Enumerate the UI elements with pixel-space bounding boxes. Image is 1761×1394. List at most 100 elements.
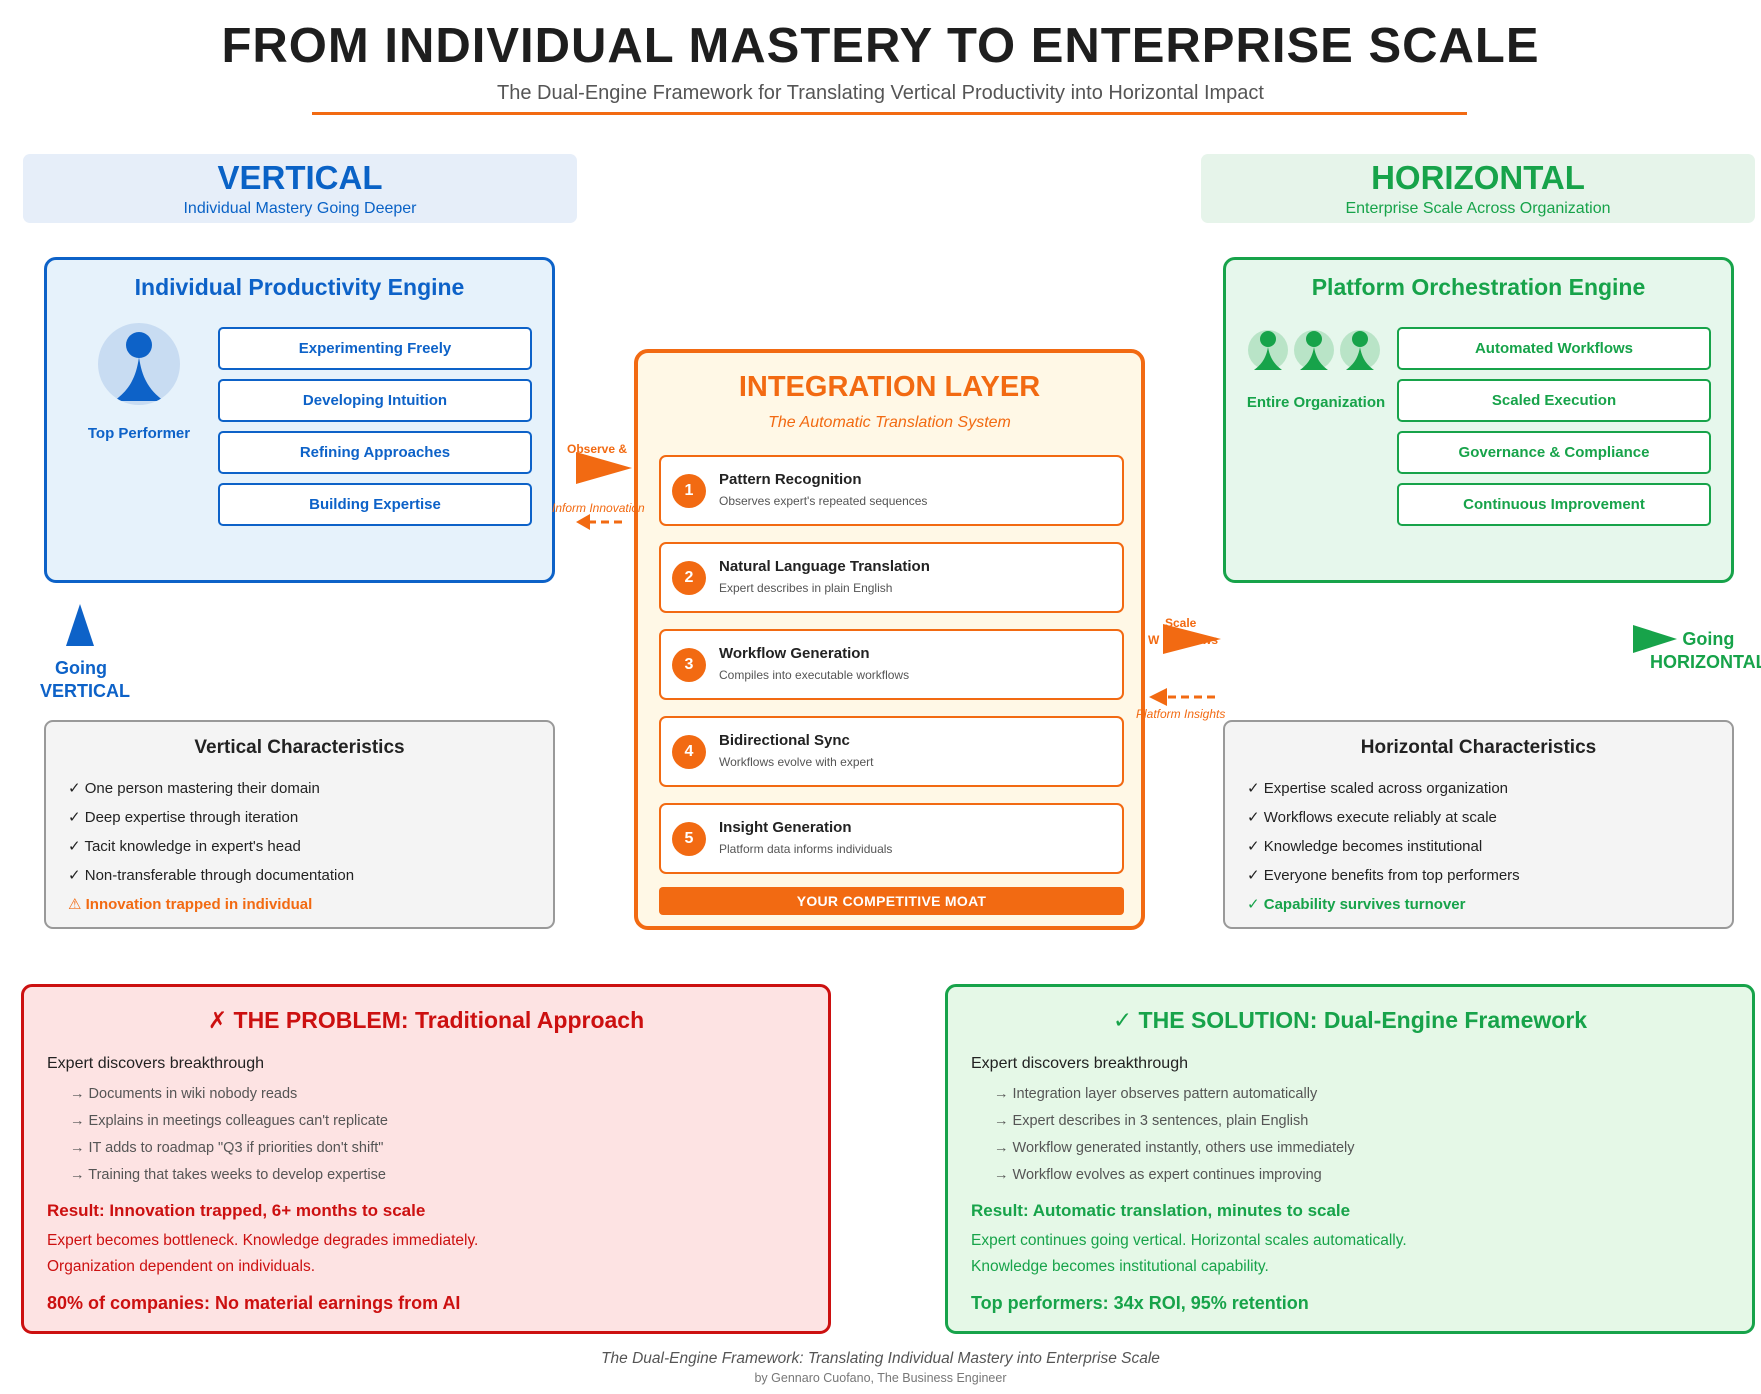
list-item: ✓ Workflows execute reliably at scale <box>1247 809 1497 826</box>
left-connector-arrows <box>576 452 632 530</box>
organization-people-icon <box>1248 330 1380 370</box>
step-number: 1 <box>672 474 706 508</box>
characteristics-list: ✓ Expertise scaled across organization ✓… <box>1247 774 1520 919</box>
top-performer-label: Top Performer <box>87 425 191 442</box>
solution-steps-list: → Integration layer observes pattern aut… <box>994 1081 1355 1189</box>
vertical-characteristics: Vertical Characteristics ✓ One person ma… <box>44 720 555 929</box>
list-item: → Expert describes in 3 sentences, plain… <box>994 1113 1309 1129</box>
list-item: ✓ Tacit knowledge in expert's head <box>68 838 301 855</box>
entire-organization-label: Entire Organization <box>1246 394 1386 411</box>
list-item: → Workflow evolves as expert continues i… <box>994 1167 1322 1183</box>
problem-intro: Expert discovers breakthrough <box>47 1055 264 1072</box>
problem-title: ✗ THE PROBLEM: Traditional Approach <box>207 1007 645 1033</box>
scale-arrow-icon <box>1163 624 1221 654</box>
step-description: Observes expert's repeated sequences <box>719 494 928 508</box>
list-item: → Explains in meetings colleagues can't … <box>70 1113 388 1129</box>
list-item: → Documents in wiki nobody reads <box>70 1086 298 1102</box>
list-item: ✓ Knowledge becomes institutional <box>1247 838 1483 855</box>
list-item: → Workflow generated instantly, others u… <box>994 1140 1355 1156</box>
platform-orchestration-engine: Platform Orchestration Engine Entire Org… <box>1223 257 1734 583</box>
going-vertical-line1: Going <box>55 658 107 678</box>
going-vertical-line2: VERTICAL <box>40 681 130 701</box>
page-subtitle: The Dual-Engine Framework for Translatin… <box>497 82 1264 104</box>
step-title: Insight Generation <box>719 819 852 836</box>
going-horizontal-label: Going HORIZONTAL <box>1650 628 1761 674</box>
solution-intro: Expert discovers breakthrough <box>971 1055 1188 1072</box>
step-number: 2 <box>672 561 706 595</box>
up-arrow-icon <box>66 604 94 646</box>
going-horizontal-line1: Going <box>1682 629 1735 649</box>
pill-experimenting-freely: Experimenting Freely <box>218 327 532 370</box>
list-item: ✓ Everyone benefits from top performers <box>1247 867 1520 884</box>
step-number: 4 <box>672 735 706 769</box>
step-description: Workflows evolve with expert <box>719 755 874 769</box>
list-item: ✓ One person mastering their domain <box>68 780 320 797</box>
page-title: FROM INDIVIDUAL MASTERY TO ENTERPRISE SC… <box>221 19 1540 73</box>
list-item: → Integration layer observes pattern aut… <box>994 1086 1318 1102</box>
scale-label-tail-ws: ws <box>1202 633 1219 647</box>
list-item-highlight: ✓ Capability survives turnover <box>1247 896 1466 913</box>
right-arrow-icon <box>1633 625 1677 653</box>
step-description: Expert describes in plain English <box>719 581 893 595</box>
list-item: ✓ Expertise scaled across organization <box>1247 780 1509 797</box>
step-workflow-generation: 3 Workflow Generation Compiles into exec… <box>659 629 1124 700</box>
list-item-warning: ⚠ Innovation trapped in individual <box>68 896 313 913</box>
scale-label-tail-w: W <box>1148 633 1160 647</box>
step-pattern-recognition: 1 Pattern Recognition Observes expert's … <box>659 455 1124 526</box>
step-number: 5 <box>672 822 706 856</box>
solution-detail-2: Knowledge becomes institutional capabili… <box>971 1258 1269 1275</box>
list-item: → IT adds to roadmap "Q3 if priorities d… <box>70 1140 384 1156</box>
integration-subtitle: The Automatic Translation System <box>768 414 1011 431</box>
problem-detail-2: Organization dependent on individuals. <box>47 1258 315 1275</box>
step-bidirectional-sync: 4 Bidirectional Sync Workflows evolve wi… <box>659 716 1124 787</box>
vertical-heading: VERTICAL <box>217 159 383 196</box>
step-title: Natural Language Translation <box>719 558 930 575</box>
insights-arrowhead-icon <box>1149 688 1167 706</box>
solution-result: Result: Automatic translation, minutes t… <box>971 1201 1351 1220</box>
footer-caption: The Dual-Engine Framework: Translating I… <box>601 1350 1160 1367</box>
step-description: Platform data informs individuals <box>719 842 893 856</box>
pill-governance-compliance: Governance & Compliance <box>1397 431 1711 474</box>
going-vertical-label: Going VERTICAL <box>40 657 130 703</box>
pill-building-expertise: Building Expertise <box>218 483 532 526</box>
characteristics-title: Horizontal Characteristics <box>1360 737 1597 758</box>
step-insight-generation: 5 Insight Generation Platform data infor… <box>659 803 1124 874</box>
step-description: Compiles into executable workflows <box>719 668 910 682</box>
horizontal-subheading: Enterprise Scale Across Organization <box>1345 200 1611 217</box>
person-icon <box>114 332 164 401</box>
solution-detail-1: Expert continues going vertical. Horizon… <box>971 1232 1407 1249</box>
solution-title: ✓ THE SOLUTION: Dual-Engine Framework <box>1112 1007 1588 1033</box>
step-natural-language-translation: 2 Natural Language Translation Expert de… <box>659 542 1124 613</box>
solution-statistic: Top performers: 34x ROI, 95% retention <box>971 1293 1309 1313</box>
problem-statistic: 80% of companies: No material earnings f… <box>47 1293 461 1313</box>
list-item: → Training that takes weeks to develop e… <box>70 1167 386 1183</box>
vertical-header: VERTICAL Individual Mastery Going Deeper <box>23 154 577 223</box>
platform-insights-label: Platform Insights <box>1136 707 1226 721</box>
footer-byline: by Gennaro Cuofano, The Business Enginee… <box>754 1371 1007 1385</box>
engine-title: Individual Productivity Engine <box>134 274 465 300</box>
inform-innovation-label: Inform Innovation <box>552 501 645 515</box>
problem-panel: ✗ THE PROBLEM: Traditional Approach Expe… <box>21 984 831 1334</box>
inform-arrowhead-icon <box>576 514 590 530</box>
characteristics-title: Vertical Characteristics <box>194 737 405 758</box>
integration-layer: INTEGRATION LAYER The Automatic Translat… <box>634 349 1145 930</box>
step-title: Workflow Generation <box>719 645 870 662</box>
vertical-subheading: Individual Mastery Going Deeper <box>183 200 417 217</box>
observe-label: Observe & <box>567 442 628 456</box>
characteristics-list: ✓ One person mastering their domain ✓ De… <box>68 774 354 919</box>
step-title: Bidirectional Sync <box>719 732 850 749</box>
step-title: Pattern Recognition <box>719 471 862 488</box>
engine-title: Platform Orchestration Engine <box>1311 274 1646 300</box>
list-item: ✓ Non-transferable through documentation <box>68 867 355 884</box>
horizontal-header: HORIZONTAL Enterprise Scale Across Organ… <box>1201 154 1755 223</box>
pill-refining-approaches: Refining Approaches <box>218 431 532 474</box>
observe-arrow-icon <box>576 452 632 484</box>
observe-label-tail: n <box>612 460 620 474</box>
individual-productivity-engine: Individual Productivity Engine Top Perfo… <box>44 257 555 583</box>
list-item: ✓ Deep expertise through iteration <box>68 809 299 826</box>
problem-steps-list: → Documents in wiki nobody reads → Expla… <box>70 1081 388 1189</box>
competitive-moat-banner: YOUR COMPETITIVE MOAT <box>659 887 1124 915</box>
pill-continuous-improvement: Continuous Improvement <box>1397 483 1711 526</box>
top-performer-avatar <box>98 323 180 405</box>
horizontal-characteristics: Horizontal Characteristics ✓ Expertise s… <box>1223 720 1734 929</box>
